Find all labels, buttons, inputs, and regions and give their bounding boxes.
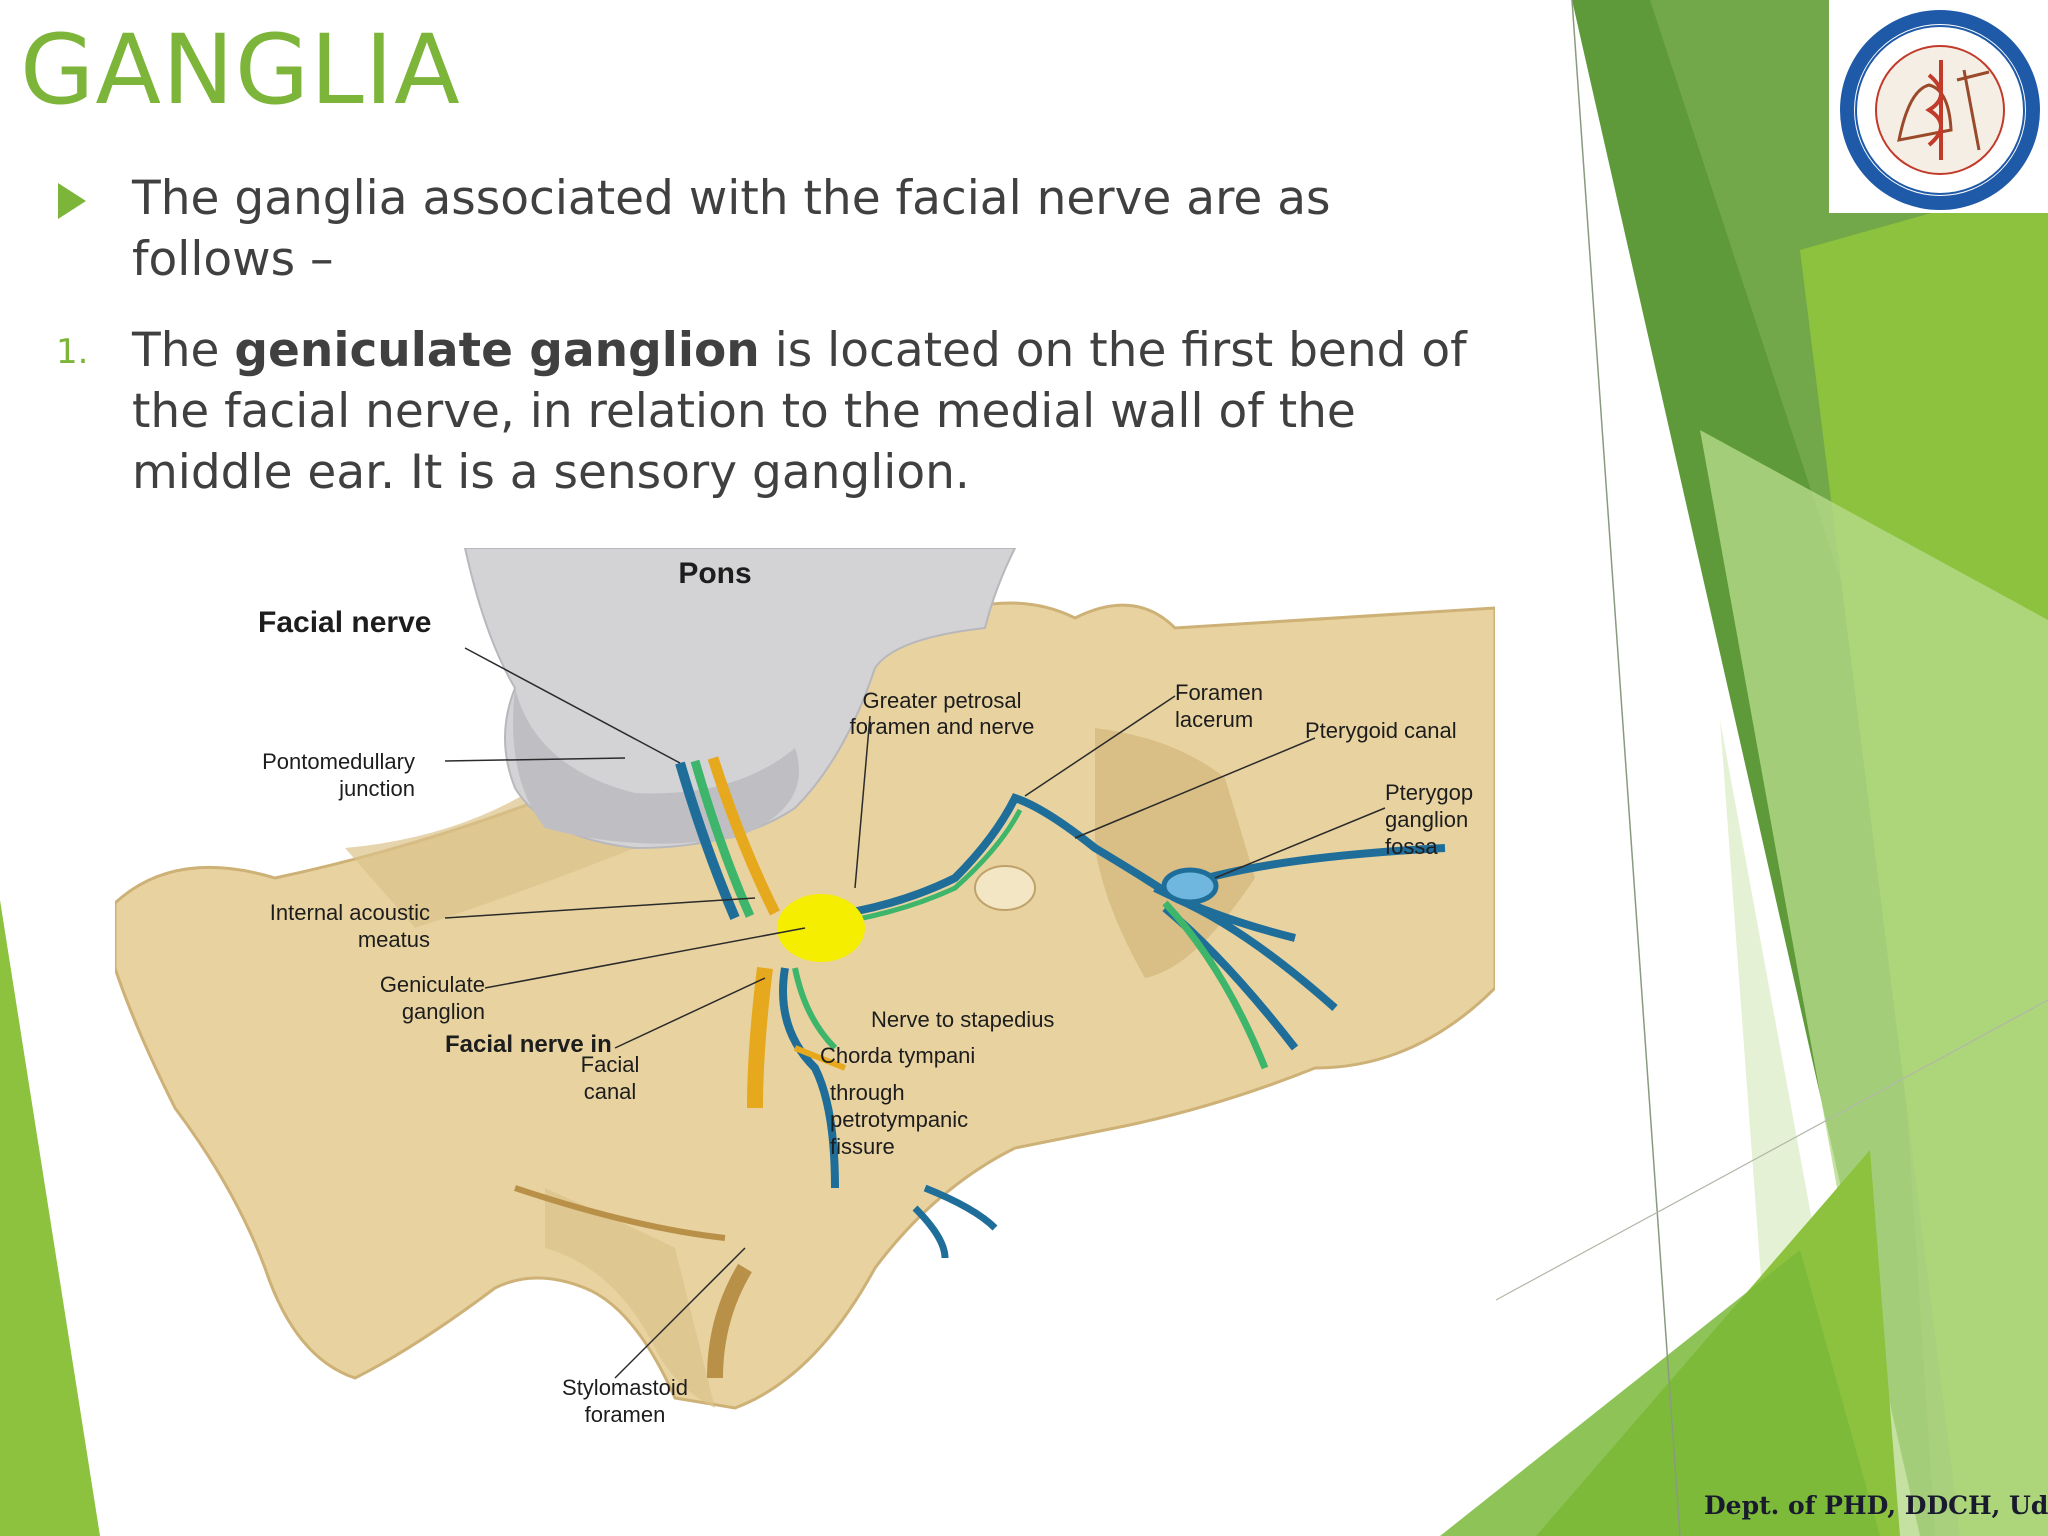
bold-term: geniculate ganglion xyxy=(234,323,760,378)
footer-department: Dept. of PHD, DDCH, Udaipur xyxy=(1704,1491,2048,1520)
geniculate-ganglion-shape xyxy=(777,894,865,962)
bullet-arrow-icon xyxy=(58,183,86,219)
slide-title: GANGLIA xyxy=(20,14,461,126)
label-foramen-lacerum-1: Foramen xyxy=(1175,680,1263,705)
list-item-text: The geniculate ganglion is located on th… xyxy=(132,320,1472,503)
stylomastoid-nerve xyxy=(707,1263,752,1379)
label-through-1: through xyxy=(830,1080,905,1105)
label-pterygopalatine-3: fossa xyxy=(1385,834,1438,859)
label-stylomastoid-2: foramen xyxy=(585,1402,666,1427)
label-pterygopalatine-1: Pterygop xyxy=(1385,780,1473,805)
label-through-3: fissure xyxy=(830,1134,895,1159)
label-facial-nerve: Facial nerve xyxy=(258,606,431,639)
label-foramen-lacerum-2: lacerum xyxy=(1175,707,1253,732)
list-item-after: is located on the first bend of the faci… xyxy=(132,323,1467,500)
label-chorda-tympani: Chorda tympani xyxy=(820,1043,975,1068)
label-facial-canal-2: canal xyxy=(584,1079,637,1104)
label-stylomastoid-1: Stylomastoid xyxy=(562,1375,688,1400)
label-pterygoid-canal: Pterygoid canal xyxy=(1305,718,1457,743)
label-pontomedullary-1: Pontomedullary xyxy=(262,749,415,774)
bullet-text: The ganglia associated with the facial n… xyxy=(132,171,1331,287)
college-seal-logo xyxy=(1829,0,2048,213)
label-greater-petrosal-1: Greater petrosal xyxy=(863,688,1022,713)
label-facial-canal-1: Facial xyxy=(581,1052,640,1077)
label-pontomedullary-2: junction xyxy=(338,776,415,801)
list-number: 1. xyxy=(56,332,89,372)
label-pterygopalatine-2: ganglion xyxy=(1385,807,1468,832)
label-through-2: petrotympanic xyxy=(830,1107,968,1132)
label-greater-petrosal-2: foramen and nerve xyxy=(850,714,1035,739)
facial-nerve-root-blue xyxy=(675,761,740,920)
label-facial-nerve-in: Facial nerve in xyxy=(445,1031,612,1058)
label-nerve-to-stapedius: Nerve to stapedius xyxy=(871,1007,1054,1032)
label-pons: Pons xyxy=(678,557,751,590)
label-geniculate-2: ganglion xyxy=(402,999,485,1024)
label-geniculate-1: Geniculate xyxy=(380,972,485,997)
label-internal-acoustic-2: meatus xyxy=(358,927,430,952)
facial-nerve-diagram: Pons Facial nerve Pontomedullary junctio… xyxy=(115,548,1495,1427)
list-item-before: The xyxy=(132,323,235,378)
seal-icon xyxy=(1840,10,2040,210)
label-internal-acoustic-1: Internal acoustic xyxy=(270,900,430,925)
